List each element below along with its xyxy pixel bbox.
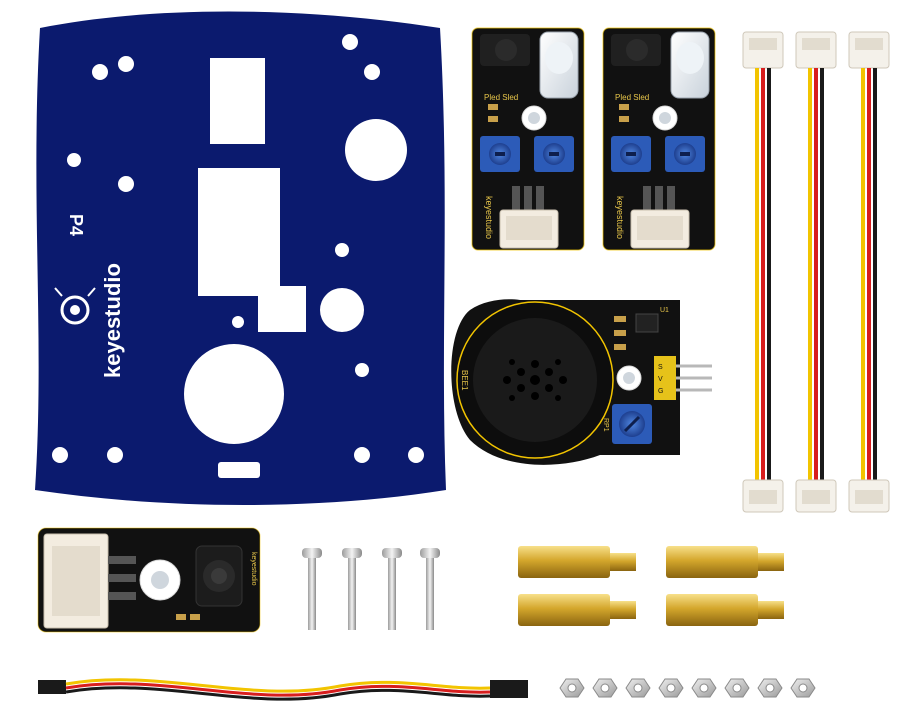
- speaker-buzzer-label: BEE1: [460, 370, 469, 391]
- dupont-cable: [38, 678, 528, 701]
- speaker-module: BEE1 U1 RP1 S V G: [451, 299, 712, 465]
- plate-brand-text: keyestudio: [100, 263, 125, 378]
- speaker-pin-v: V: [658, 376, 663, 383]
- ir-receiver-brand: keyestudio: [250, 552, 257, 586]
- ir-module-2-silk: Pled Sled: [615, 93, 649, 102]
- ir-module-2-brand: keyestudio: [615, 196, 625, 239]
- hex-nut-2: [592, 678, 618, 698]
- speaker-grille-icon: [503, 359, 567, 401]
- hex-nut-4: [658, 678, 684, 698]
- hex-nut-7: [757, 678, 783, 698]
- speaker-pot-label: RP1: [602, 418, 609, 432]
- ir-receiver-module: keyestudio: [37, 527, 261, 633]
- keyestudio-logo-icon: [54, 287, 96, 325]
- plate-part-number: P4: [66, 214, 86, 236]
- brass-standoff-3: [518, 594, 636, 626]
- speaker-ic-label: U1: [660, 307, 669, 314]
- three-pin-cable-2: [795, 31, 837, 513]
- speaker-pin-g: G: [658, 388, 663, 395]
- ir-sensor-module-1: Pled Sled keyestudio: [471, 27, 585, 251]
- hex-nut-8: [790, 678, 816, 698]
- acrylic-plate: keyestudio P4: [35, 11, 446, 505]
- screw-3: [382, 548, 402, 630]
- speaker-pin-s: S: [658, 364, 663, 371]
- screw-4: [420, 548, 440, 630]
- brass-standoff-1: [518, 546, 636, 578]
- brass-standoff-2: [666, 546, 784, 578]
- screw-2: [342, 548, 362, 630]
- hex-nut-1: [559, 678, 585, 698]
- ir-module-1-silk: Pled Sled: [484, 93, 518, 102]
- ir-sensor-module-2: Pled Sled keyestudio: [602, 27, 716, 251]
- brass-standoff-4: [666, 594, 784, 626]
- hex-nuts: [559, 678, 816, 698]
- hex-nut-6: [724, 678, 750, 698]
- hex-nut-5: [691, 678, 717, 698]
- ir-module-1-brand: keyestudio: [484, 196, 494, 239]
- hex-nut-3: [625, 678, 651, 698]
- three-pin-cable-3: [848, 31, 890, 513]
- three-pin-cable-1: [742, 31, 784, 513]
- screw-1: [302, 548, 322, 630]
